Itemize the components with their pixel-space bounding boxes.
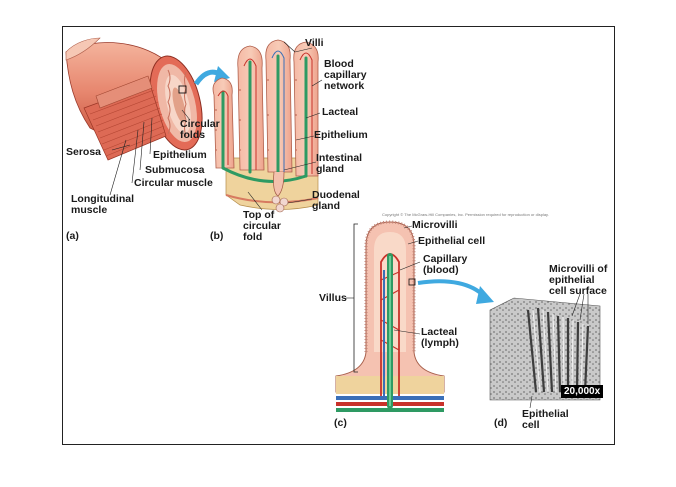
label-epithelial-cell-c: Epithelial cell — [418, 235, 486, 247]
label-longitudinal-muscle: Longitudinal muscle — [71, 193, 134, 216]
label-blood-capillary-network: Blood capillary network — [324, 58, 367, 92]
label-serosa: Serosa — [66, 146, 102, 158]
label-microvilli: Microvilli — [412, 219, 458, 231]
magnification-badge: 20,000x — [561, 385, 604, 398]
label-duodenal-gland: Duodenal gland — [312, 189, 360, 212]
panel-a-intestine — [65, 37, 203, 196]
label-circular-folds: Circular folds — [180, 118, 220, 141]
label-top-of-circular-fold: Top of circular fold — [243, 209, 281, 243]
label-epithelium-a: Epithelium — [153, 149, 207, 161]
panel-c-letter: (c) — [334, 417, 347, 429]
label-intestinal-gland: Intestinal gland — [316, 152, 363, 175]
panel-d-letter: (d) — [494, 417, 508, 429]
label-epithelium-b: Epithelium — [314, 129, 368, 141]
copyright-notice: Copyright © The McGraw-Hill Companies, I… — [382, 212, 549, 217]
label-microvilli-surface: Microvilli of epithelial cell surface — [549, 263, 608, 297]
panel-b-villi — [212, 39, 323, 213]
label-capillary-blood: Capillary (blood) — [423, 253, 468, 276]
panel-a-letter: (a) — [66, 230, 79, 242]
label-circular-muscle: Circular muscle — [134, 177, 213, 189]
label-villus: Villus — [319, 292, 347, 304]
panel-d-micrograph — [489, 293, 601, 409]
panel-b-letter: (b) — [210, 230, 224, 242]
label-villi: Villi — [305, 37, 324, 49]
label-submucosa: Submucosa — [145, 164, 205, 176]
label-lacteal-b: Lacteal — [322, 106, 359, 118]
arrow-c-to-d — [417, 279, 486, 298]
label-epithelial-cell-d: Epithelial cell — [522, 408, 569, 431]
label-lacteal-lymph: Lacteal (lymph) — [421, 326, 459, 349]
panel-c-villus — [335, 220, 445, 412]
